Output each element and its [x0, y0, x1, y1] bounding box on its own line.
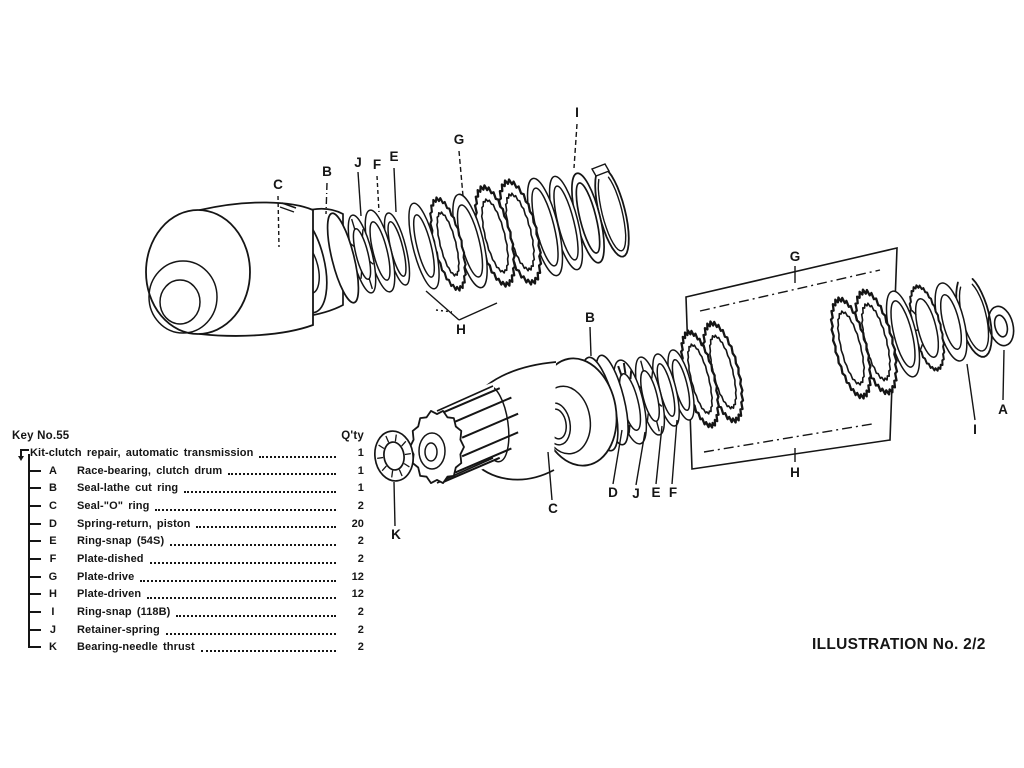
callout-lower-E: E — [651, 485, 660, 500]
callout-upper-F: F — [373, 157, 381, 172]
part-name: Seal-"O" ring — [77, 499, 150, 512]
key-table-header: Key No.55 Q'ty — [12, 430, 364, 442]
key-row: H Plate-driven 12 — [12, 586, 364, 604]
part-name: Spring-return, piston — [77, 517, 191, 530]
key-row: K Bearing-needle thrust 2 — [12, 639, 364, 657]
key-rows: Kit-clutch repair, automatic transmissio… — [12, 444, 364, 656]
bracket-tick — [28, 469, 41, 472]
dotted-leader — [228, 473, 336, 476]
part-qty: 2 — [357, 641, 364, 654]
part-name: Ring-snap (118B) — [77, 606, 171, 619]
key-row: F Plate-dished 2 — [12, 550, 364, 568]
part-qty: 2 — [357, 606, 364, 619]
key-row: C Seal-"O" ring 2 — [12, 497, 364, 515]
callout-upper-B: B — [322, 164, 332, 179]
callout-lower-J: J — [632, 486, 640, 501]
key-row-kit: Kit-clutch repair, automatic transmissio… — [12, 444, 364, 462]
part-qty: 20 — [351, 517, 364, 530]
callout-lower-B: B — [585, 310, 595, 325]
part-name: Plate-dished — [77, 552, 144, 565]
part-letter: F — [49, 552, 57, 565]
part-name: Seal-lathe cut ring — [77, 482, 179, 495]
key-row: B Seal-lathe cut ring 1 — [12, 479, 364, 497]
part-letter: G — [48, 570, 58, 583]
key-table: Key No.55 Q'ty Kit-clutch repair, automa… — [12, 430, 364, 656]
key-row: A Race-bearing, clutch drum 1 — [12, 462, 364, 480]
callout-upper-E: E — [389, 149, 398, 164]
bracket-tick — [28, 557, 41, 560]
dotted-leader — [200, 650, 336, 653]
illustration-number: ILLUSTRATION No. 2/2 — [812, 636, 986, 653]
key-row: E Ring-snap (54S) 2 — [12, 532, 364, 550]
dotted-leader — [155, 508, 336, 511]
callout-upper-G: G — [454, 132, 465, 147]
bracket-tick — [28, 628, 41, 631]
callout-upper-H: H — [456, 322, 466, 337]
callout-lower-I: I — [973, 422, 977, 437]
part-qty: 2 — [357, 535, 364, 548]
part-qty: 2 — [357, 623, 364, 636]
part-name: Retainer-spring — [77, 623, 160, 636]
callout-upper-I: I — [575, 105, 579, 120]
bracket-tick — [28, 593, 41, 596]
bracket-tick — [28, 487, 41, 490]
part-letter: H — [48, 588, 58, 601]
key-row: I Ring-snap (118B) 2 — [12, 603, 364, 621]
part-letter: J — [49, 623, 57, 636]
part-qty: 2 — [357, 499, 364, 512]
callout-lower-G: G — [790, 249, 801, 264]
callout-lower-F: F — [669, 485, 677, 500]
part-letter: C — [48, 499, 58, 512]
key-row: G Plate-drive 12 — [12, 568, 364, 586]
part-letter: B — [48, 482, 58, 495]
key-title: Key No.55 — [12, 430, 70, 442]
callout-upper-C: C — [273, 177, 283, 192]
qty-header: Q'ty — [341, 430, 364, 442]
kit-qty: 1 — [357, 446, 364, 459]
part-name: Bearing-needle thrust — [77, 641, 195, 654]
part-letter: K — [48, 641, 58, 654]
callout-lower-D: D — [608, 485, 618, 500]
bracket-tick — [28, 504, 41, 507]
dotted-leader — [140, 579, 336, 582]
part-qty: 2 — [357, 552, 364, 565]
part-name: Race-bearing, clutch drum — [77, 464, 223, 477]
dotted-leader — [165, 632, 336, 635]
part-letter: A — [48, 464, 58, 477]
bracket-tick — [28, 575, 41, 578]
part-qty: 1 — [357, 464, 364, 477]
callout-upper-J: J — [354, 155, 362, 170]
part-letter: I — [51, 606, 55, 619]
part-qty: 1 — [357, 482, 364, 495]
callout-lower-K: K — [391, 527, 401, 542]
dotted-leader — [176, 614, 336, 617]
part-letter: E — [49, 535, 57, 548]
callout-lower-H: H — [790, 465, 800, 480]
kit-hook-arrow-icon — [18, 449, 29, 461]
bracket-tick — [28, 540, 41, 543]
bracket-tick — [28, 646, 41, 649]
dotted-leader — [196, 526, 336, 529]
dotted-leader — [147, 597, 336, 600]
part-qty: 12 — [351, 588, 364, 601]
dotted-leader — [184, 491, 336, 494]
part-qty: 12 — [351, 570, 364, 583]
part-name: Ring-snap (54S) — [77, 535, 165, 548]
callout-lower-A: A — [998, 402, 1008, 417]
callout-lower-C: C — [548, 501, 558, 516]
dotted-leader — [170, 544, 336, 547]
key-row: J Retainer-spring 2 — [12, 621, 364, 639]
part-letter: D — [48, 517, 58, 530]
kit-name: Kit-clutch repair, automatic transmissio… — [30, 446, 254, 459]
key-row: D Spring-return, piston 20 — [12, 515, 364, 533]
dotted-leader — [259, 455, 336, 458]
bracket-tick — [28, 611, 41, 614]
part-name: Plate-driven — [77, 588, 142, 601]
bracket-tick — [28, 522, 41, 525]
part-name: Plate-drive — [77, 570, 135, 583]
dotted-leader — [149, 561, 336, 564]
